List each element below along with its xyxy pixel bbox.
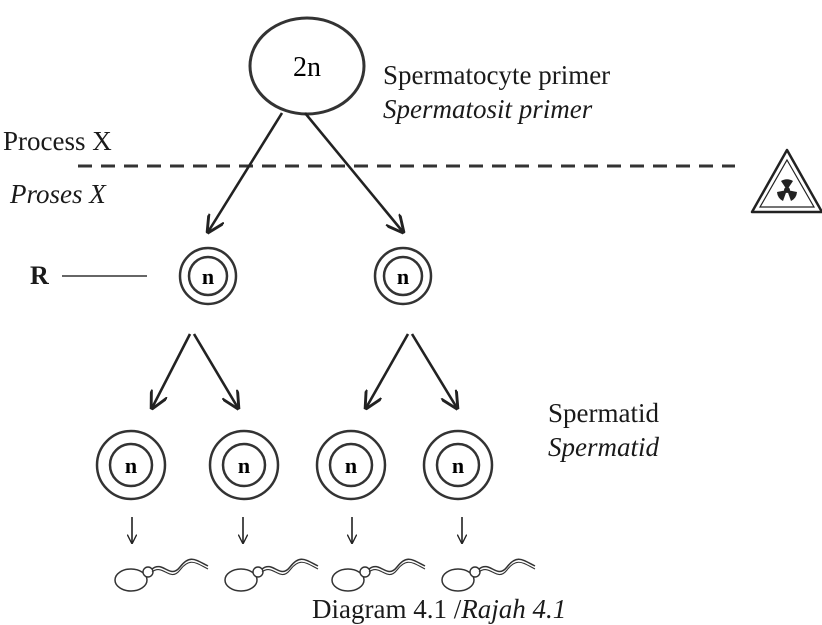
- sperm-icon: [224, 558, 319, 592]
- arrow-secondary-left-a: [152, 333, 192, 408]
- process-label-alt: Proses X: [10, 179, 106, 209]
- spermatid-cell-1: n: [95, 429, 167, 501]
- arrow-to-right-secondary: [303, 112, 403, 232]
- radiation-warning-icon: [750, 148, 822, 214]
- diagram-caption-alt: Rajah 4.1: [461, 594, 567, 624]
- sperm-icon: [114, 558, 209, 592]
- parent-cell-name: Spermatocyte primer: [383, 60, 611, 90]
- arrow-secondary-left-b: [192, 333, 238, 408]
- arrow-secondary-right-a: [366, 333, 410, 408]
- spermatid-name: Spermatid: [548, 398, 659, 428]
- arrow-to-left-secondary: [208, 112, 284, 232]
- spermatid-cell-3-label: n: [345, 453, 357, 478]
- spermatid-name-alt: Spermatid: [548, 432, 659, 462]
- spermatid-cell-4: n: [422, 429, 494, 501]
- spermatid-cell-3: n: [315, 429, 387, 501]
- process-label: Process X: [3, 126, 112, 156]
- parent-cell-label: 2n: [293, 52, 321, 83]
- sperm-icon: [441, 558, 536, 592]
- spermatid-cell-2: n: [208, 429, 280, 501]
- parent-cell-name-alt: Spermatosit primer: [383, 94, 593, 124]
- spermatid-cell-2-label: n: [238, 453, 250, 478]
- diagram-caption-main: Diagram 4.1 /: [312, 594, 462, 624]
- secondary-cell-right: n: [373, 246, 433, 306]
- spermatid-cell-1-label: n: [125, 453, 137, 478]
- secondary-cell-left: n: [178, 246, 238, 306]
- r-pointer-label: R: [30, 261, 49, 290]
- secondary-cell-right-label: n: [397, 264, 409, 289]
- spermatid-cell-4-label: n: [452, 453, 464, 478]
- arrow-secondary-right-b: [410, 333, 457, 408]
- diagram-caption: Diagram 4.1 /Rajah 4.1: [312, 596, 566, 623]
- sperm-icon: [331, 558, 426, 592]
- secondary-cell-left-label: n: [202, 264, 214, 289]
